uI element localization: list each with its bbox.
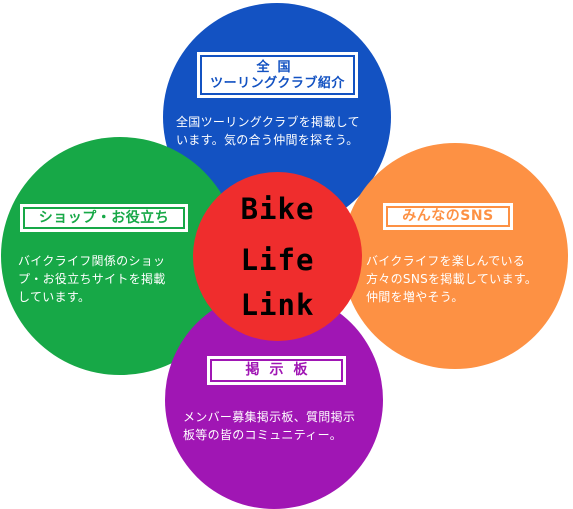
- bulletin-board-desc-line: 板等の皆のコミュニティー。: [183, 428, 343, 442]
- touring-club-title-line1: 全国: [256, 60, 299, 75]
- sns-title-label[interactable]: みんなのSNS: [383, 203, 513, 230]
- sns-description: バイクライフを楽しんでいる 方々のSNSを掲載しています。 仲間を増やそう。: [366, 252, 566, 306]
- sns-title-text: みんなのSNS: [402, 208, 494, 224]
- bike-life-link-logo-circle: [193, 172, 362, 341]
- touring-club-description: 全国ツーリングクラブを掲載して います。気の合う仲間を探そう。: [176, 113, 386, 149]
- touring-club-desc-line: います。気の合う仲間を探そう。: [176, 133, 359, 147]
- sns-desc-line: バイクライフを楽しんでいる: [366, 254, 526, 268]
- shop-title-label[interactable]: ショップ・お役立ち: [20, 204, 188, 232]
- logo-word-life: Life: [240, 243, 315, 277]
- touring-club-desc-line: 全国ツーリングクラブを掲載して: [176, 115, 360, 129]
- bulletin-board-description: メンバー募集掲示板、質問掲示 板等の皆のコミュニティー。: [183, 408, 393, 444]
- shop-desc-line: プ・お役立ちサイトを掲載: [18, 272, 166, 286]
- sns-circle[interactable]: [342, 143, 568, 369]
- sns-desc-line: 仲間を増やそう。: [366, 290, 464, 304]
- bulletin-board-title-label[interactable]: 掲示板: [207, 356, 346, 385]
- logo-word-bike: Bike: [240, 192, 315, 226]
- sns-desc-line: 方々のSNSを掲載しています。: [366, 272, 538, 286]
- bulletin-board-desc-line: メンバー募集掲示板、質問掲示: [183, 410, 356, 424]
- shop-title-text: ショップ・お役立ち: [38, 210, 170, 226]
- shop-desc-line: バイクライフ関係のショッ: [18, 254, 166, 268]
- bulletin-board-title-text: 掲示板: [245, 362, 318, 378]
- shop-desc-line: しています。: [18, 290, 91, 304]
- touring-club-title-label[interactable]: 全国 ツーリングクラブ紹介: [197, 52, 358, 98]
- shop-description: バイクライフ関係のショッ プ・お役立ちサイトを掲載 しています。: [18, 252, 194, 306]
- logo-word-link: Link: [240, 288, 315, 322]
- touring-club-title-line2: ツーリングクラブ紹介: [210, 76, 345, 91]
